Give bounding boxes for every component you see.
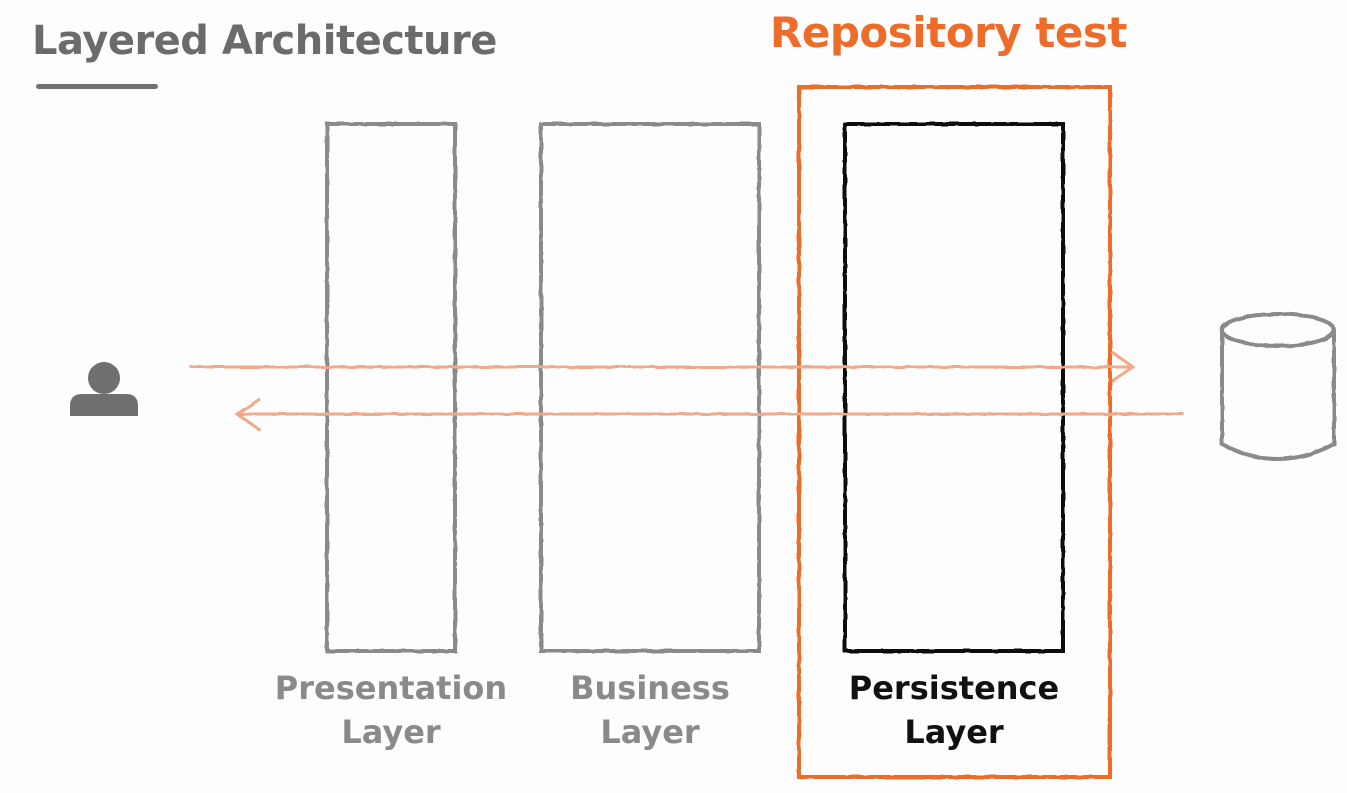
repository-test-frame	[797, 85, 1112, 779]
business-layer-label: Business Layer	[540, 666, 760, 754]
business-layer-box	[539, 122, 761, 653]
persistence-layer-label-line2: Layer	[904, 713, 1004, 751]
title-underline	[36, 84, 158, 89]
diagram-title: Layered Architecture	[32, 18, 497, 64]
database-icon	[1220, 312, 1336, 461]
business-layer-label-line2: Layer	[600, 713, 700, 751]
user-icon	[70, 362, 138, 416]
response-arrow	[234, 397, 1184, 432]
repository-test-label: Repository test	[770, 8, 1127, 57]
presentation-layer-label: Presentation Layer	[260, 666, 522, 754]
presentation-layer-label-line2: Layer	[341, 713, 441, 751]
business-layer-label-line1: Business	[570, 669, 730, 707]
persistence-layer-box	[843, 122, 1065, 653]
persistence-layer-label-line1: Persistence	[848, 669, 1060, 707]
presentation-layer-box	[325, 122, 457, 653]
presentation-layer-label-line1: Presentation	[274, 669, 508, 707]
request-arrow	[190, 350, 1136, 383]
persistence-layer-label: Persistence Layer	[834, 666, 1074, 754]
